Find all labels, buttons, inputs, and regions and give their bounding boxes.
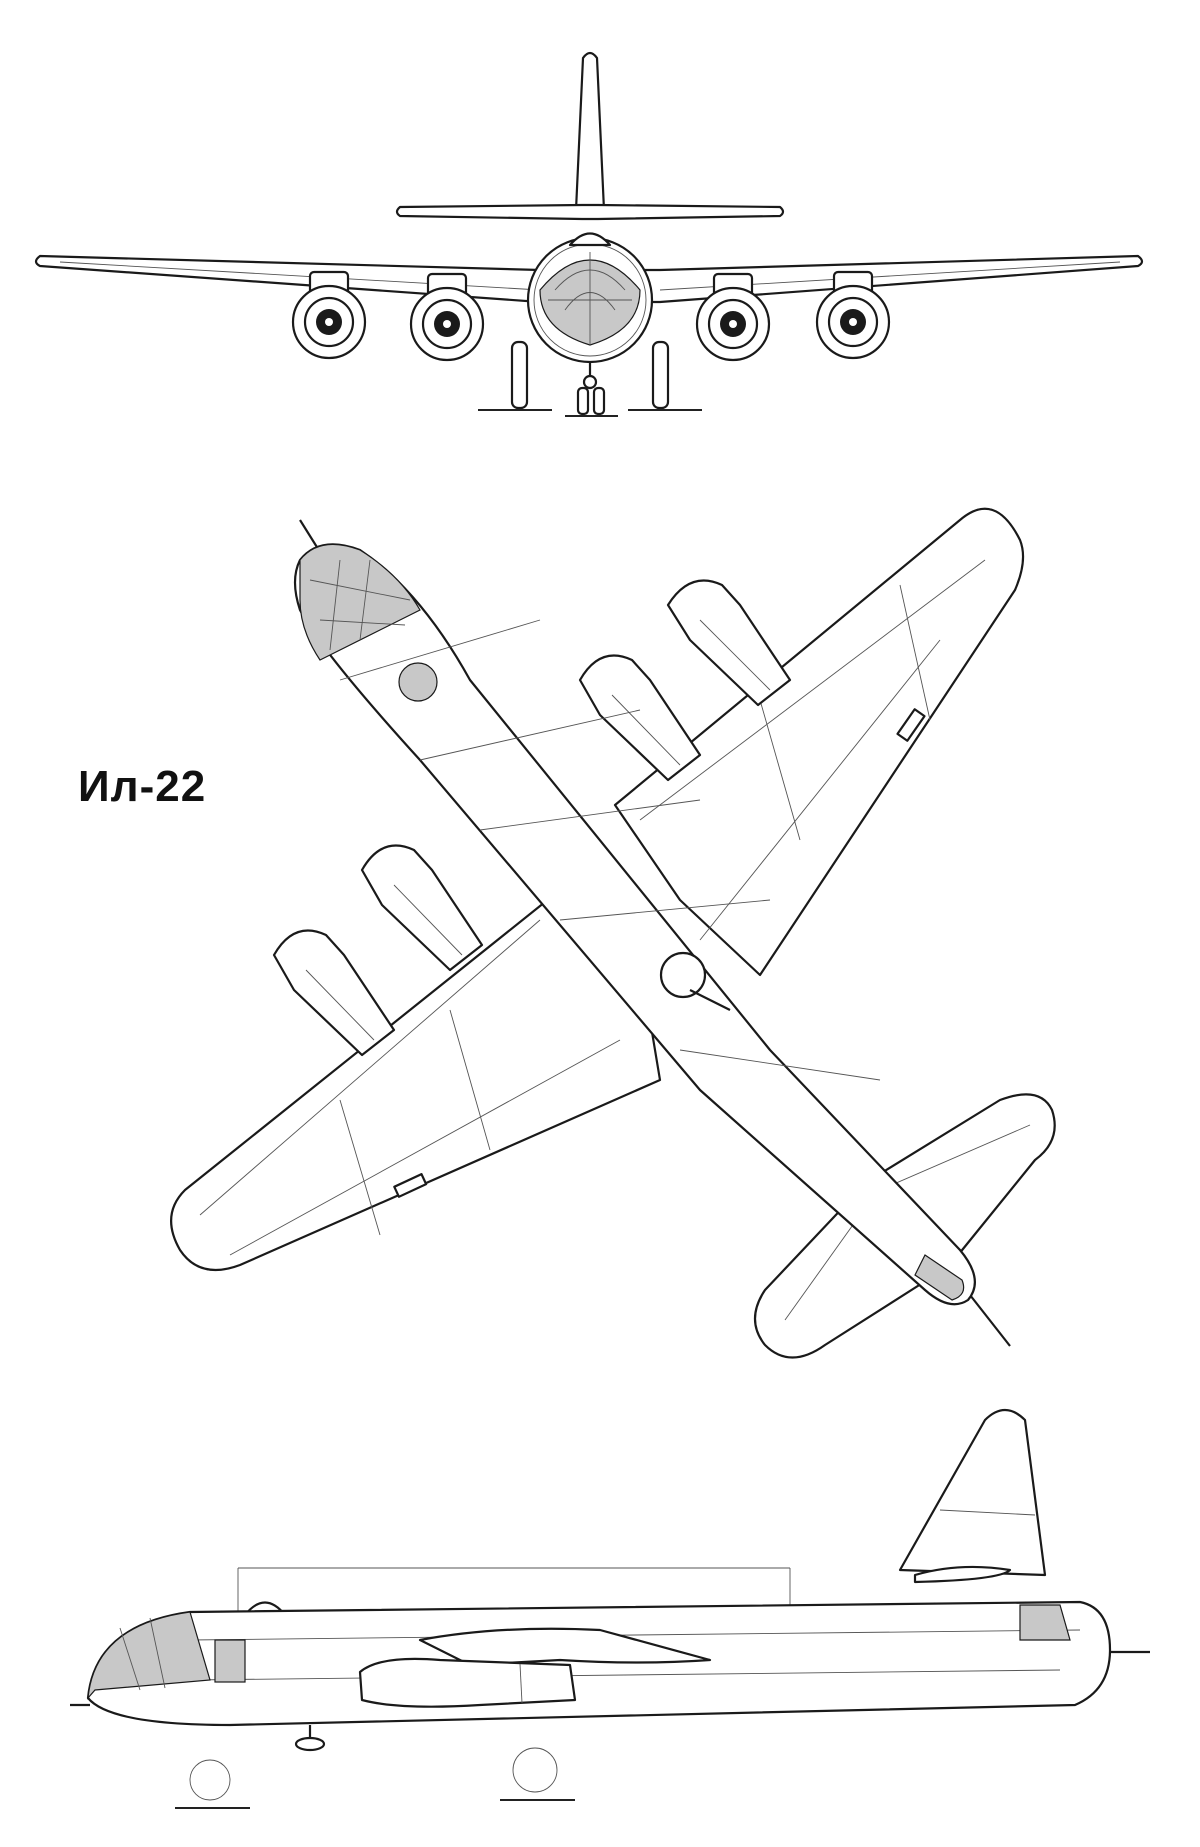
plan-wing-upper bbox=[613, 507, 1025, 977]
plan-nacelle-1 bbox=[666, 579, 792, 707]
front-engine-1 bbox=[291, 270, 367, 360]
plan-nacelle-3 bbox=[360, 844, 484, 972]
front-dorsal-turret bbox=[568, 232, 612, 247]
plan-mid-turret bbox=[659, 951, 707, 999]
plan-nacelle-4 bbox=[272, 929, 396, 1057]
plan-nose-glazing bbox=[299, 543, 421, 661]
front-stabilizer bbox=[395, 203, 785, 221]
plan-tail-turret bbox=[914, 1254, 965, 1301]
side-stabilizer bbox=[913, 1565, 1012, 1584]
plan-nacelle-2 bbox=[578, 654, 702, 782]
aircraft-title: Ил-22 bbox=[78, 762, 207, 811]
side-nacelle bbox=[358, 1657, 577, 1708]
front-engine-3 bbox=[695, 272, 771, 362]
plan-view bbox=[170, 507, 1056, 1359]
front-engine-4 bbox=[815, 270, 891, 360]
side-nose-glazing bbox=[87, 1611, 211, 1700]
plan-top-turret bbox=[398, 662, 438, 702]
front-engine-2 bbox=[409, 272, 485, 362]
side-view bbox=[70, 1408, 1150, 1809]
front-fin bbox=[574, 51, 606, 212]
side-fin bbox=[898, 1408, 1047, 1577]
plan-wing-lower bbox=[170, 888, 662, 1272]
front-view bbox=[34, 51, 1144, 417]
side-tail-turret bbox=[1019, 1604, 1071, 1641]
side-wing bbox=[418, 1627, 712, 1667]
